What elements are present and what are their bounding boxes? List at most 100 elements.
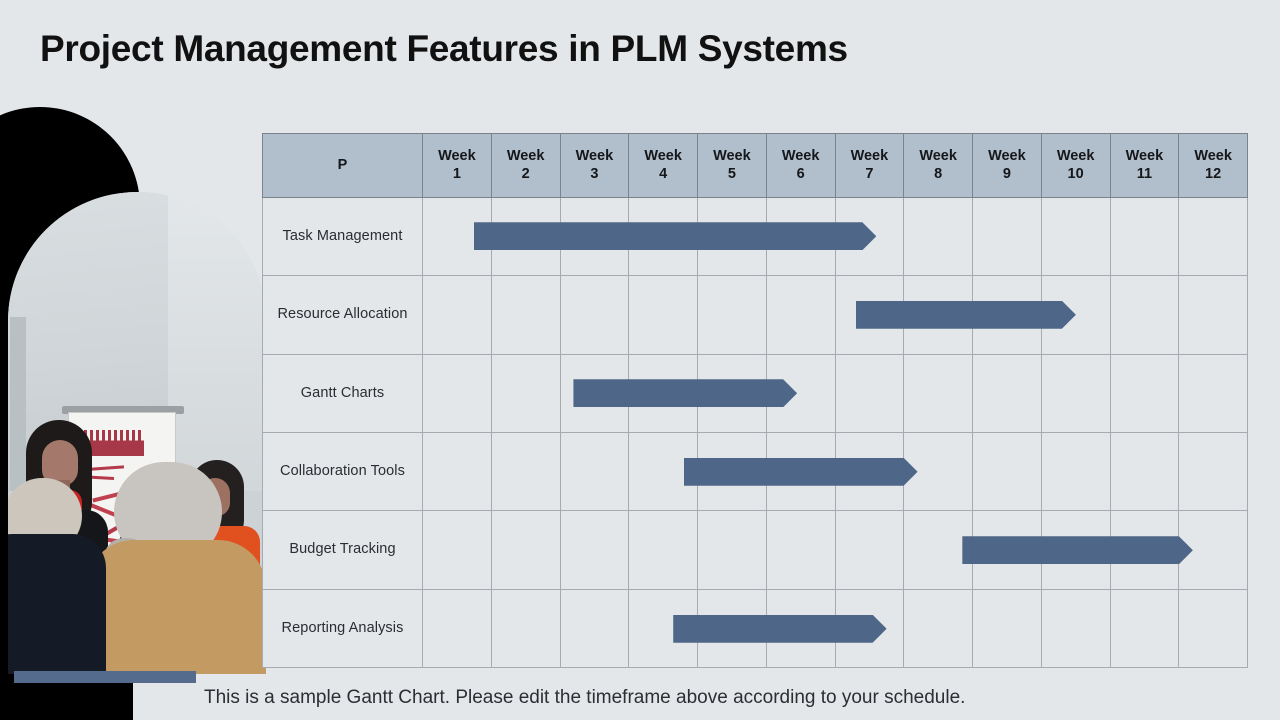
cell-r4-w12 [1178,431,1248,512]
cell-r3-w3 [559,353,630,433]
cell-r4-w11 [1109,431,1180,512]
footer-note: This is a sample Gantt Chart. Please edi… [204,687,966,708]
cell-r3-w1 [422,353,492,433]
cell-r5-w6 [765,510,836,590]
cell-r5-w5 [697,510,767,590]
cell-r4-w5 [697,431,767,512]
task-label-5: Budget Tracking [262,510,423,590]
cell-r3-w11 [1109,353,1180,433]
accent-bar [14,671,196,683]
cell-r5-w2 [490,510,561,590]
cell-r2-w8 [903,275,973,355]
cell-r5-w12 [1178,510,1248,590]
cell-r6-w7 [834,588,905,669]
photo-flipchart-top [62,406,184,414]
table-row: Budget Tracking [262,510,1248,590]
cell-r5-w4 [628,510,698,590]
photo-chart-sketch [84,430,144,456]
cell-r1-w12 [1178,196,1248,277]
cell-r1-w3 [559,196,630,277]
cell-r6-w10 [1040,588,1111,669]
cell-r1-w11 [1109,196,1180,277]
cell-r2-w3 [559,275,630,355]
cell-r3-w10 [1040,353,1111,433]
page-title: Project Management Features in PLM Syste… [40,28,848,69]
cell-r4-w6 [765,431,836,512]
cell-r1-w5 [697,196,767,277]
task-label-4: Collaboration Tools [262,431,423,512]
task-label-3: Gantt Charts [262,353,423,433]
cell-r2-w12 [1178,275,1248,355]
cell-r3-w4 [628,353,698,433]
table-row: Gantt Charts [262,353,1248,433]
cell-r1-w2 [490,196,561,277]
cell-r6-w8 [903,588,973,669]
photo-door [10,317,26,491]
cell-r6-w1 [422,588,492,669]
cell-r3-w8 [903,353,973,433]
cell-r5-w1 [422,510,492,590]
cell-r4-w1 [422,431,492,512]
photo-audience-body [86,540,266,674]
cell-r1-w8 [903,196,973,277]
cell-r2-w2 [490,275,561,355]
cell-r2-w11 [1109,275,1180,355]
left-decoration-panel [0,0,266,720]
cell-r2-w7 [834,275,905,355]
cell-r1-w10 [1040,196,1111,277]
photo-audience [8,424,266,674]
table-row: Task Management [262,196,1248,277]
cell-r3-w7 [834,353,905,433]
cell-r2-w5 [697,275,767,355]
cell-r1-w4 [628,196,698,277]
task-label-1: Task Management [262,196,423,277]
cell-r2-w4 [628,275,698,355]
cell-r6-w2 [490,588,561,669]
cell-r6-w12 [1178,588,1248,669]
cell-r3-w12 [1178,353,1248,433]
cell-r2-w10 [1040,275,1111,355]
cell-r1-w7 [834,196,905,277]
photo-content [8,192,266,674]
table-row: Resource Allocation [262,275,1248,355]
cell-r4-w4 [628,431,698,512]
cell-r1-w1 [422,196,492,277]
cell-r2-w1 [422,275,492,355]
cell-r4-w2 [490,431,561,512]
cell-r2-w6 [765,275,836,355]
task-label-6: Reporting Analysis [262,588,423,669]
table-row: Collaboration Tools [262,431,1248,512]
cell-r3-w5 [697,353,767,433]
table-row: Reporting Analysis [262,588,1248,669]
cell-r5-w7 [834,510,905,590]
cell-r4-w3 [559,431,630,512]
cell-r5-w10 [1040,510,1111,590]
cell-r1-w9 [972,196,1042,277]
cell-r6-w3 [559,588,630,669]
task-label-2: Resource Allocation [262,275,423,355]
cell-r6-w11 [1109,588,1180,669]
cell-r3-w6 [765,353,836,433]
cell-r4-w8 [903,431,973,512]
cell-r6-w6 [765,588,836,669]
cell-r6-w5 [697,588,767,669]
cell-r5-w11 [1109,510,1180,590]
column-header-task: P [262,133,423,198]
photo-audience-body [8,534,106,674]
